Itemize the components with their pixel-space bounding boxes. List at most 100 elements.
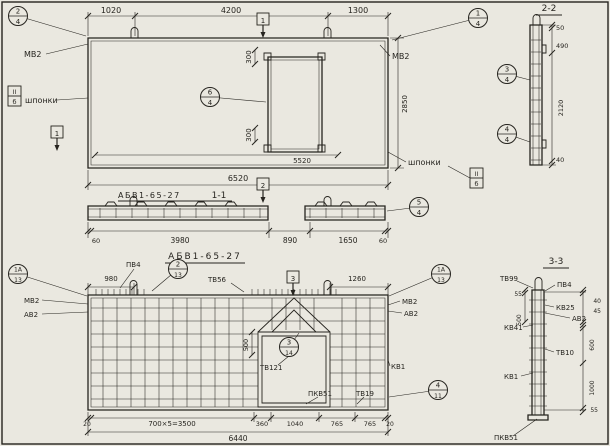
callout-2-4-sheet: 4 <box>16 18 21 26</box>
callout-5-4-num: 5 <box>417 199 421 207</box>
dim-55-bottom: 55 <box>590 407 598 414</box>
label-av2-elev-left: АВ2 <box>24 311 38 319</box>
panel-outlines <box>87 24 549 421</box>
dim-3980: 3980 <box>170 236 189 245</box>
label-kv1-elev: КВ1 <box>391 363 405 371</box>
label-av2-elev-right: АВ2 <box>404 310 418 318</box>
callout-2-4: 24 <box>8 6 87 37</box>
callout-6-4-sheet: 4 <box>208 99 213 107</box>
dim-40-sec: 40 <box>593 298 601 305</box>
section-mark-3-label: 3 <box>291 275 295 283</box>
dim-490: 490 <box>556 42 568 50</box>
title-section-2-2: 2-2 <box>542 4 557 14</box>
callout-3-4: 34 <box>497 64 531 84</box>
label-mv2-elev-right: МВ2 <box>402 298 417 306</box>
callout-3-14-num: 3 <box>287 339 291 347</box>
label-kv41: КВ41 <box>504 324 523 332</box>
dim-500-sec: 500 <box>516 314 523 326</box>
callout-2-4-num: 2 <box>16 8 20 16</box>
callout-4-11: 411 <box>388 380 448 400</box>
section-cut-marks: 1 1 2 3 <box>50 12 300 296</box>
label-pv4-sec: ПВ4 <box>557 281 572 289</box>
dim-40: 40 <box>556 156 564 164</box>
label-pkv51-elev: ПКВ51 <box>308 390 332 398</box>
dim-45-sec: 45 <box>593 308 601 315</box>
dim-2120: 2120 <box>557 100 565 117</box>
callout-5-4-sheet: 4 <box>417 209 422 217</box>
callout-3-4-num: 3 <box>505 66 509 74</box>
dimension-lines <box>87 12 586 436</box>
dim-1650: 1650 <box>338 236 357 245</box>
dim-60-left: 60 <box>92 237 100 245</box>
callout-1-4: 14 <box>391 8 488 41</box>
callout-4-4: 44 <box>497 124 531 144</box>
flag-shponki-right-bottom: б <box>474 180 478 188</box>
dim-765-b: 765 <box>364 420 376 428</box>
dim-700x5: 700×5=3500 <box>148 420 195 428</box>
dim-890: 890 <box>283 236 298 245</box>
label-tv99: ТВ99 <box>499 275 518 283</box>
dim-360: 360 <box>256 420 268 428</box>
inner-contours <box>88 25 542 415</box>
label-mv2-plan-right: МВ2 <box>392 52 409 61</box>
dimension-ticks <box>84 12 587 436</box>
callout-1a-13-left-sheet: 13 <box>14 277 22 284</box>
section-mark-3: 3 <box>286 270 300 296</box>
dim-1020: 1020 <box>101 6 121 15</box>
section-mark-1-top: 1 <box>256 12 270 38</box>
label-kv25: КВ25 <box>556 304 575 312</box>
rebar-grid <box>91 39 547 407</box>
dim-6440: 6440 <box>228 434 247 443</box>
label-mv2-plan-left: МВ2 <box>24 50 41 59</box>
dim-55-top: 55 <box>514 291 522 298</box>
label-kv1-sec: КВ1 <box>504 373 518 381</box>
label-tv121: ТВ121 <box>259 364 282 372</box>
title-section-3-3: 3-3 <box>549 257 564 267</box>
dim-2850: 2850 <box>401 95 409 113</box>
dim-500-elev: 500 <box>242 339 250 351</box>
label-shponki-left: шпонки <box>25 96 58 105</box>
callout-4-4-num: 4 <box>505 126 510 134</box>
dim-50: 50 <box>556 24 564 32</box>
section-mark-2: 2 <box>256 177 270 203</box>
label-tv56: ТВ56 <box>207 276 227 284</box>
leader-lines <box>41 43 571 437</box>
section-mark-2-label: 2 <box>261 182 265 190</box>
label-shponki-right: шпонки <box>408 158 441 167</box>
flag-shponki-right-top: II <box>475 171 479 178</box>
callout-6-4: 64 <box>200 87 267 107</box>
dim-60-right: 60 <box>379 237 387 245</box>
dim-300-lower: 300 <box>245 128 253 141</box>
section-mark-1-top-label: 1 <box>261 17 265 25</box>
callout-1-4-sheet: 4 <box>476 20 481 28</box>
section-mark-1-bottom-label: 1 <box>55 130 59 138</box>
dim-1000-sec: 1000 <box>589 380 596 395</box>
dim-20-left: 20 <box>83 421 91 428</box>
dim-1040: 1040 <box>287 420 304 428</box>
callout-1a-13-right-sheet: 13 <box>437 277 445 284</box>
callout-3-4-sheet: 4 <box>505 76 510 84</box>
dim-6520: 6520 <box>228 174 248 183</box>
callout-4-11-sheet: 11 <box>434 393 442 400</box>
dim-20-right: 20 <box>386 421 394 428</box>
flag-shponki-left-bottom: б <box>12 98 16 106</box>
callout-1a-13-left-num: 1А <box>14 267 23 274</box>
callout-2-13-sheet: 13 <box>174 272 182 279</box>
label-series-1-1: АБВ1-65-27 <box>118 191 181 200</box>
dim-765-a: 765 <box>331 420 343 428</box>
callout-2-13: 213 <box>151 259 188 292</box>
callout-4-4-sheet: 4 <box>505 136 510 144</box>
detail-features <box>104 14 547 408</box>
callout-3-14-sheet: 14 <box>285 350 293 357</box>
callout-5-4: 54 <box>386 197 429 217</box>
label-tv19: ТВ19 <box>355 390 374 398</box>
dim-600-sec: 600 <box>589 339 596 351</box>
label-tv10: ТВ10 <box>555 349 574 357</box>
dim-1300: 1300 <box>348 6 368 15</box>
flag-shponki-left-top: II <box>13 89 17 96</box>
